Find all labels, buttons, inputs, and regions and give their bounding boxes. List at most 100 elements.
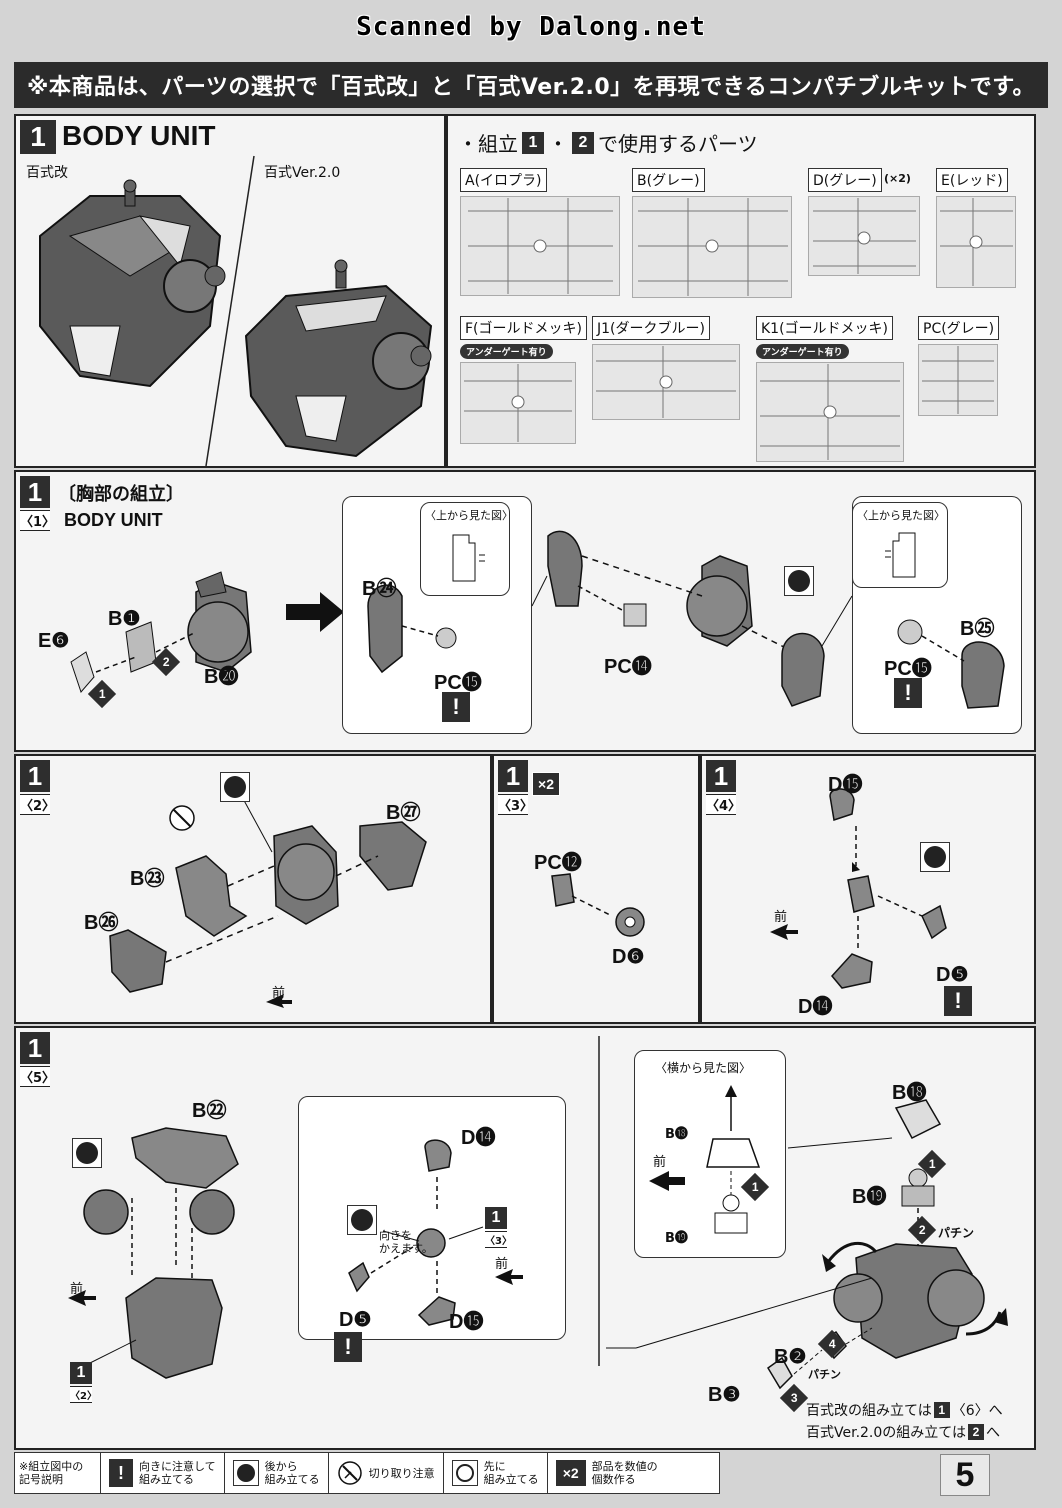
section-number: 1	[20, 120, 56, 154]
part-b20-label: B⓴	[204, 666, 239, 688]
part-d5-label: D❺	[936, 964, 969, 986]
step-1-2-panel: 1 〈2〉 B㉓ B㉖ B㉗ 前	[14, 754, 492, 1024]
top-view-part-shape-right	[885, 532, 916, 578]
runner-j1-label: J1(ダークブルー)	[592, 316, 710, 340]
part-b25-label: B㉕	[960, 618, 995, 640]
joint-block-assembly-illustration	[770, 788, 947, 989]
step-number: 1	[498, 760, 528, 792]
legend-text-orientation: 向きに注意して 組み立てる	[139, 1460, 216, 1486]
top-view-caption: 〈上から見た図〉	[425, 509, 513, 522]
top-view-caption-2: 〈上から見た図〉	[857, 509, 945, 522]
side-view-caption: 〈横から見た図〉	[655, 1061, 752, 1075]
make-multiple-icon: ×2	[555, 1460, 586, 1486]
part-b26-label: B㉖	[84, 912, 119, 934]
torso-core-assembly-illustration	[68, 1127, 239, 1379]
part-b18-side-label: B⓲	[665, 1127, 688, 1142]
assemble-first-icon	[451, 1460, 478, 1486]
step-1-3-panel: 1 〈3〉 ×2 PC⓬ D❻	[492, 754, 700, 1024]
next-kai-pre: 百式改の組み立ては	[806, 1403, 932, 1419]
runner-f-label: F(ゴールドメッキ)	[460, 316, 587, 340]
body-unit-variants-panel: 1 BODY UNIT 百式改 百式Ver.2.0	[14, 114, 446, 468]
shoulder-joint-assembly-illustration	[367, 530, 1005, 709]
assemble-later-icon	[784, 566, 814, 596]
compatible-kit-banner: ※本商品は、パーツの選択で「百式改」と「百式Ver.2.0」を再現できるコンパチ…	[14, 62, 1048, 108]
ref2-step-number: 1	[485, 1207, 507, 1229]
part-d14-label: D⓮	[461, 1127, 496, 1149]
parts-heading-step2: 2	[572, 131, 594, 154]
runner-d-multiplier: (×2)	[884, 172, 911, 185]
step-1-4-panel: 1 〈4〉 D⓯ D⓮ D❺ ! 前	[700, 754, 1036, 1024]
snap-label-2: パチン	[808, 1368, 841, 1381]
legend-item-cut: 切り取り注意	[329, 1453, 444, 1493]
step-number: 1	[706, 760, 736, 792]
part-pc12-label: PC⓬	[534, 852, 582, 874]
part-b19-side-label: B⓳	[665, 1231, 688, 1246]
step-substep: 〈1〉	[20, 510, 55, 531]
part-e6-label: E❻	[38, 630, 70, 652]
top-view-inset-left: 〈上から見た図〉	[420, 502, 513, 596]
joint-detail-box: 向きを かえます。 D⓮ 1 〈3〉 D❺ D⓯ 前	[298, 1096, 566, 1340]
runner-d-label: D(グレー)	[808, 168, 882, 192]
step-substep: 〈2〉	[20, 794, 55, 815]
ref-step-substep: 〈2〉	[70, 1386, 97, 1403]
part-d15-label: D⓯	[828, 774, 863, 796]
orientation-warning-icon-2: !	[894, 678, 922, 708]
orientation-warning-icon: !	[944, 986, 972, 1016]
legend-text-first: 先に 組み立てる	[483, 1460, 539, 1486]
scanned-by-watermark: Scanned by Dalong.net	[356, 12, 706, 42]
part-b27-label: B㉗	[386, 802, 421, 824]
part-b1-label: B❶	[108, 608, 141, 630]
front-direction-label-b: 前	[495, 1257, 509, 1272]
front-direction-label-a: 前	[70, 1282, 84, 1297]
next-step-ver2: 百式Ver.2.0の組み立ては 2 へ	[806, 1422, 1000, 1442]
parts-used-panel: ・組立 1 ・ 2 で使用するパーツ A(イロプラ) B(グレー) D(グレー)…	[446, 114, 1036, 468]
front-direction-label: 前	[272, 986, 286, 1001]
side-view-illustration	[649, 1085, 761, 1234]
part-pc15-label-b: PC⓯	[884, 658, 932, 680]
variant-b-label: 百式Ver.2.0	[264, 165, 341, 181]
parts-heading-step1: 1	[522, 131, 544, 154]
step-number: 1	[20, 760, 50, 792]
ref-step-number: 1	[70, 1362, 92, 1384]
part-d15-label: D⓯	[449, 1311, 484, 1333]
orientation-warning-icon: !	[334, 1332, 362, 1362]
runner-k1-undergate-badge: アンダーゲート有り	[756, 344, 849, 359]
legend-item-multiple: ×2 部品を数値の 個数作る	[548, 1453, 666, 1493]
part-d14-label: D⓮	[798, 996, 833, 1018]
legend-title: ※組立図中の 記号説明	[15, 1453, 101, 1493]
cut-caution-icon	[337, 1461, 362, 1485]
part-b2-label: B❷	[774, 1346, 807, 1368]
chest-frame-assembly-illustration	[70, 571, 252, 693]
part-b23-label: B㉓	[130, 868, 165, 890]
snap-label: パチン	[938, 1226, 975, 1240]
step-1-5-panel: 1 〈5〉 B㉒ 前 1 〈2〉 向きを かえます。 D⓮	[14, 1026, 1036, 1450]
legend-text-cut: 切り取り注意	[368, 1466, 435, 1480]
detail-bubble-panel: 〈上から見た図〉 〈上から見た図〉 B㉔ PC⓯ !	[342, 496, 1022, 738]
chest-block-assembly-illustration	[109, 781, 427, 1008]
part-b18-label: B⓲	[892, 1082, 927, 1104]
step-number: 1	[20, 1032, 50, 1064]
part-b3-label: B❸	[708, 1384, 741, 1406]
step-substep: 〈4〉	[706, 794, 741, 815]
next-ver2-post: へ	[986, 1425, 1001, 1441]
part-pc14-label: PC⓮	[604, 656, 652, 678]
runner-e-label: E(レッド)	[936, 168, 1008, 192]
warning-icon: !	[109, 1459, 133, 1487]
assemble-later-icon	[920, 842, 950, 872]
runner-a-label: A(イロプラ)	[460, 168, 547, 192]
runner-sprue-grid-details	[464, 198, 1013, 460]
parts-heading-pre: ・組立	[458, 132, 518, 156]
side-view-inset: 〈横から見た図〉 B⓲ B⓳ 前 1	[634, 1050, 786, 1258]
next-ver2-pre: 百式Ver.2.0の組み立ては	[806, 1425, 967, 1441]
step-1-1-panel: 1 〈1〉 〔胸部の組立〕 BODY UNIT E❻ B❶ B⓴ 1 2 〈上か…	[14, 470, 1036, 752]
next-kai-num: 1	[933, 1402, 950, 1418]
legend-item-first: 先に 組み立てる	[444, 1453, 548, 1493]
ref2-step-substep: 〈3〉	[485, 1231, 512, 1248]
part-b19-label: B⓳	[852, 1186, 887, 1208]
step-substep: 〈3〉	[498, 794, 533, 815]
front-direction-label: 前	[774, 910, 788, 925]
top-view-inset-right: 〈上から見た図〉	[852, 502, 948, 588]
top-view-part-shape-left	[452, 534, 485, 582]
front-direction-label-c: 前	[653, 1155, 667, 1170]
parts-heading-dot: ・	[548, 132, 568, 156]
